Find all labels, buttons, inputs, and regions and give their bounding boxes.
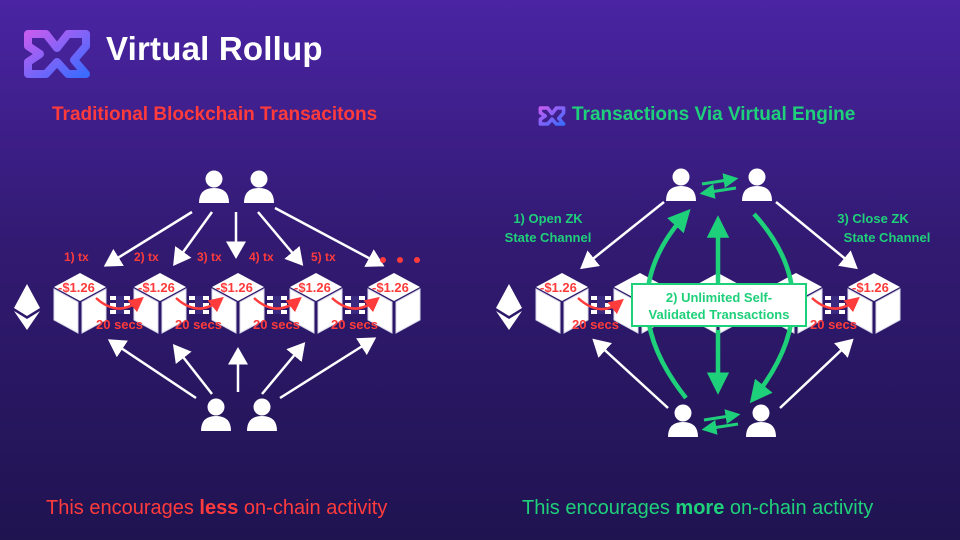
fee-label: -$1.26 bbox=[138, 280, 175, 295]
unlimited-tx-box bbox=[631, 283, 807, 327]
tx-label: 1) tx bbox=[64, 250, 89, 264]
user-icon bbox=[199, 170, 229, 203]
tx-label: 2) tx bbox=[134, 250, 159, 264]
fee-label: -$1.26 bbox=[372, 280, 409, 295]
step2-label: Validated Transactions bbox=[649, 307, 790, 322]
left-diagram: 1) tx 2) tx 3) tx 4) tx 5) tx -$1.26 -$1… bbox=[14, 170, 421, 431]
time-label: 20 secs bbox=[253, 317, 300, 332]
chain-link-icon bbox=[591, 296, 611, 314]
user-icon bbox=[244, 170, 274, 203]
chain-link-icon bbox=[825, 296, 845, 314]
right-diagram: 2) Unlimited Self- Validated Transaction… bbox=[496, 168, 931, 437]
time-label: 20 secs bbox=[572, 317, 619, 332]
tx-label: 5) tx bbox=[311, 250, 336, 264]
user-icon bbox=[668, 404, 698, 437]
time-label: 20 secs bbox=[331, 317, 378, 332]
left-section-title: Traditional Blockchain Transacitons bbox=[52, 104, 378, 125]
step3-label: 3) Close ZK bbox=[837, 211, 909, 226]
step1-label: 1) Open ZK bbox=[513, 211, 583, 226]
fee-label: -$1.26 bbox=[294, 280, 331, 295]
left-footer: This encourages less on-chain activity bbox=[46, 497, 388, 519]
chain-link-icon bbox=[345, 296, 365, 314]
user-icon bbox=[247, 398, 277, 431]
tx-label: 3) tx bbox=[197, 250, 222, 264]
user-icon bbox=[201, 398, 231, 431]
ellipsis-dots bbox=[380, 257, 420, 263]
user-icon bbox=[746, 404, 776, 437]
page-title: Virtual Rollup bbox=[106, 30, 323, 67]
fee-label: -$1.26 bbox=[852, 280, 889, 295]
right-footer: This encourages more on-chain activity bbox=[522, 497, 874, 519]
time-label: 20 secs bbox=[810, 317, 857, 332]
fee-label: -$1.26 bbox=[58, 280, 95, 295]
ethereum-icon bbox=[14, 284, 40, 330]
chain-link-icon bbox=[110, 296, 130, 314]
tx-label: 4) tx bbox=[249, 250, 274, 264]
user-icon bbox=[666, 168, 696, 201]
chain-link-icon bbox=[267, 296, 287, 314]
chain-link-icon bbox=[189, 296, 209, 314]
fee-label: -$1.26 bbox=[216, 280, 253, 295]
time-label: 20 secs bbox=[96, 317, 143, 332]
step1-label: State Channel bbox=[505, 230, 592, 245]
right-section-title: Transactions Via Virtual Engine bbox=[572, 104, 856, 125]
virtual-logo-icon bbox=[22, 24, 92, 89]
ethereum-icon bbox=[496, 284, 522, 330]
step2-label: 2) Unlimited Self- bbox=[666, 290, 772, 305]
virtual-small-logo-icon bbox=[538, 104, 566, 133]
user-icon bbox=[742, 168, 772, 201]
step3-label: State Channel bbox=[844, 230, 931, 245]
time-label: 20 secs bbox=[175, 317, 222, 332]
fee-label: -$1.26 bbox=[540, 280, 577, 295]
